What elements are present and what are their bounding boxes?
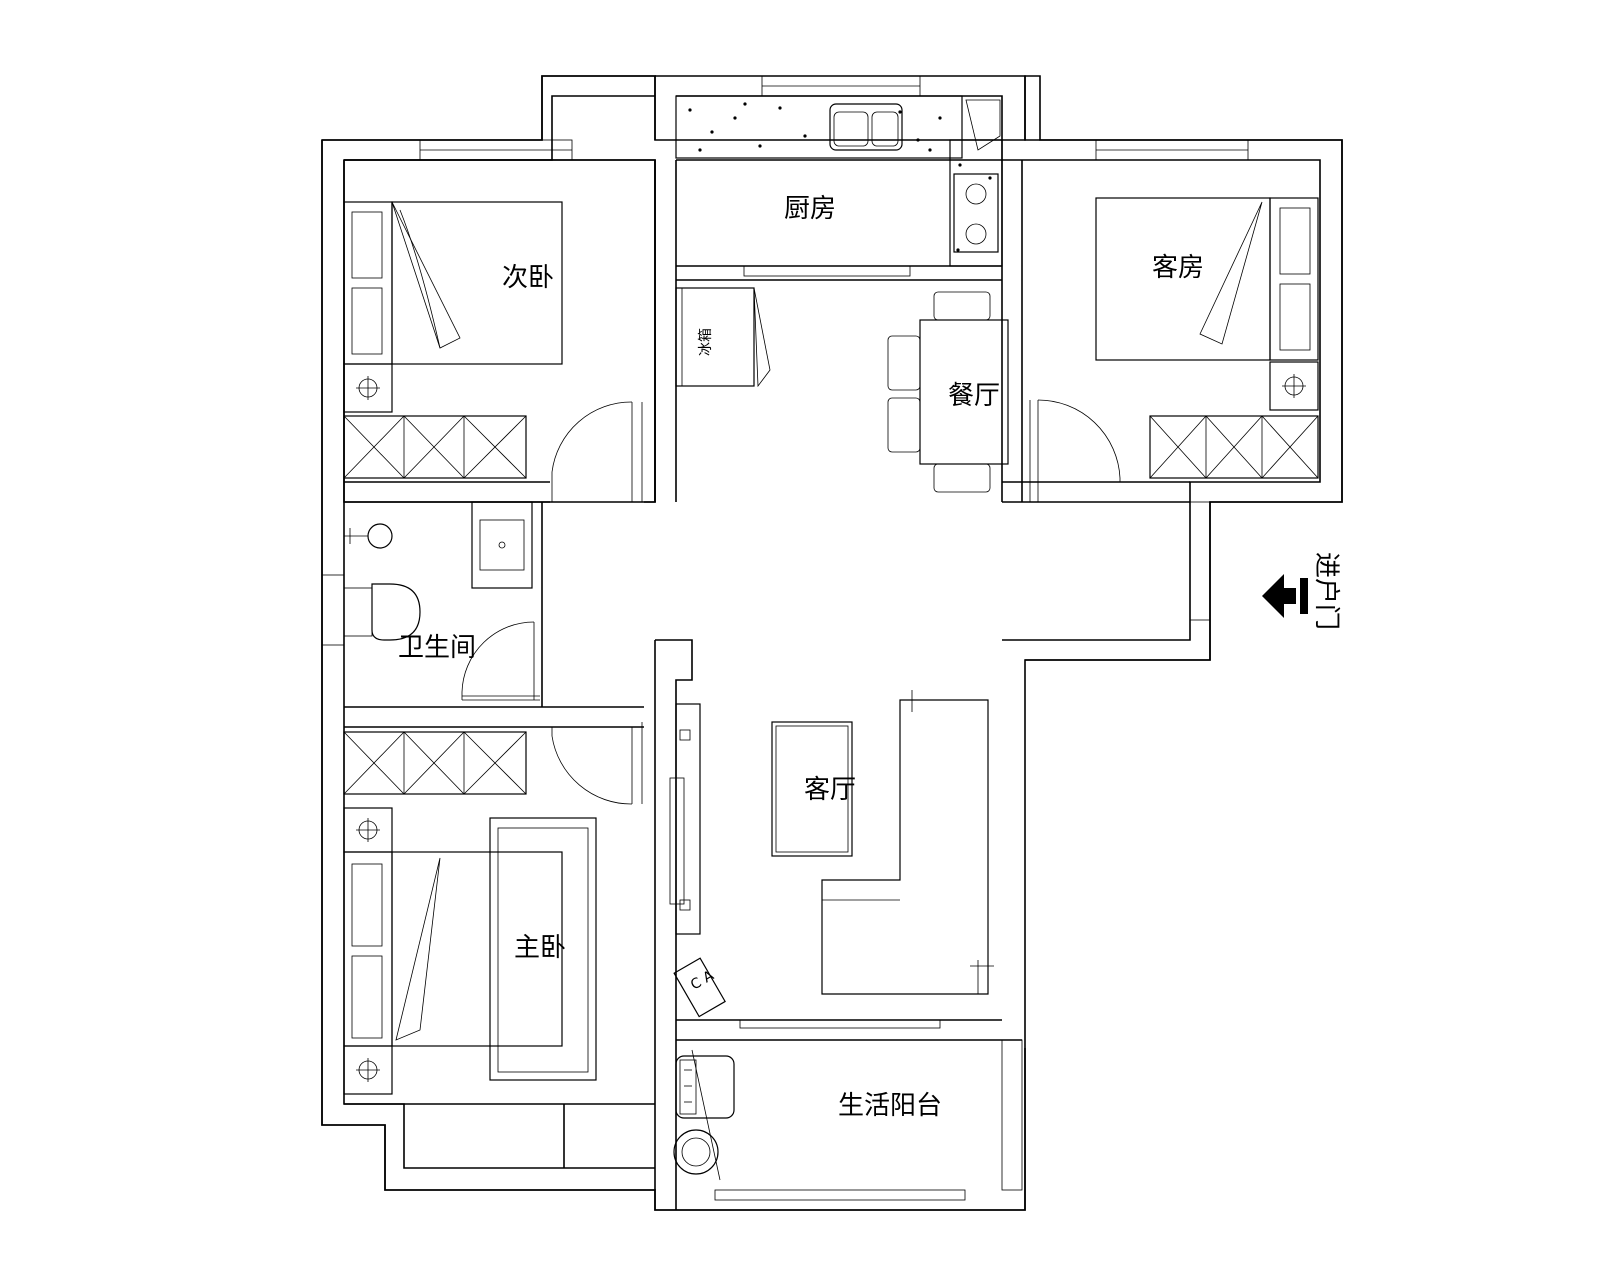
second-bedroom-furniture [343, 201, 643, 502]
second-bedroom-label: 次卧 [502, 263, 554, 293]
utility-balcony-label: 生活阳台 [838, 1091, 942, 1121]
master-bedroom-label: 主卧 [514, 933, 566, 963]
entry-arrow-icon [1262, 574, 1308, 618]
balcony-fixtures [673, 1049, 735, 1181]
kitchen-counter [675, 95, 1003, 267]
kitchen-label: 厨房 [784, 194, 836, 224]
dining-furniture [675, 287, 1009, 493]
interior-walls [344, 159, 1190, 1210]
master-bedroom-furniture [343, 722, 643, 1095]
windows [321, 75, 1249, 1201]
bathroom-fixtures [343, 501, 540, 701]
bathroom-label: 卫生间 [398, 633, 476, 663]
living-room-label: 客厅 [804, 775, 856, 805]
fridge-label: 冰箱 [698, 328, 714, 356]
ac-letters: C A [688, 967, 717, 993]
guest-room-label: 客房 [1152, 253, 1204, 283]
living-room-furniture [669, 690, 994, 1018]
entry-door-label: 进户门 [1311, 552, 1341, 630]
guest-room-furniture [1029, 197, 1319, 502]
dining-room-label: 餐厅 [948, 381, 1000, 411]
